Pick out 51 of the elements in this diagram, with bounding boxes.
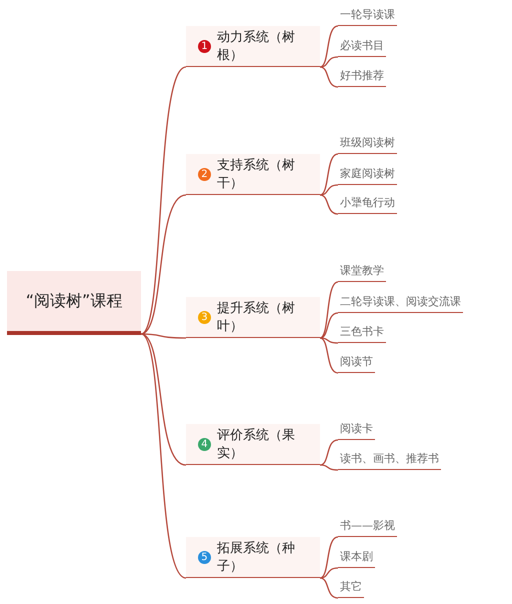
subtopic-item: 好书推荐 (338, 69, 386, 87)
connector-line (320, 439, 338, 466)
connector-line (320, 312, 338, 339)
root-topic-box: “阅读树”课程 (7, 271, 141, 335)
connector-line (320, 337, 338, 344)
connector-line (320, 464, 338, 471)
connector-line (320, 337, 338, 374)
connector-line (320, 66, 338, 88)
connector-line (320, 184, 338, 196)
subtopic-item: 阅读节 (338, 355, 375, 373)
branch-box (186, 26, 320, 67)
number-badge: 3 (198, 310, 211, 324)
connector-line (320, 194, 338, 215)
number-badge: 2 (198, 168, 211, 180)
connector-line (320, 153, 338, 196)
subtopic-item: 小犟龟行动 (338, 196, 397, 214)
connector-line (320, 281, 338, 339)
subtopic-item: 家庭阅读树 (338, 167, 397, 185)
subtopic-item: 书——影视 (338, 519, 397, 537)
branch-box (186, 154, 320, 195)
subtopic-item: 三色书卡 (338, 325, 386, 343)
connector-line (320, 577, 338, 599)
connector-line (320, 536, 338, 579)
subtopic-item: 必读书目 (338, 39, 386, 57)
branch-title: 支持系统（树干） (216, 157, 296, 192)
connector-line (140, 66, 186, 334)
subtopic-item: 课本剧 (338, 550, 375, 568)
subtopic-item: 读书、画书、推荐书 (338, 452, 441, 470)
branch-title: 评价系统（果实） (216, 427, 296, 462)
number-badge: 5 (198, 550, 211, 564)
connector-line (140, 333, 186, 466)
subtopic-item: 班级阅读树 (338, 136, 397, 154)
connector-line (140, 334, 186, 579)
subtopic-item: 二轮导读课、阅读交流课 (338, 295, 463, 313)
subtopic-item: 其它 (338, 580, 364, 598)
connector-line (320, 56, 338, 68)
connector-line (141, 333, 186, 339)
connector-line (140, 194, 186, 335)
subtopic-item: 课堂教学 (338, 264, 386, 282)
branch-box (186, 297, 320, 338)
number-badge: 4 (198, 438, 211, 450)
connector-line (320, 25, 338, 68)
branch-title: 动力系统（树根） (216, 29, 296, 64)
branch-title: 拓展系统（种子） (216, 540, 296, 575)
subtopic-item: 阅读卡 (338, 422, 375, 440)
branch-box (186, 424, 320, 465)
branch-title: 提升系统（树叶） (216, 300, 296, 335)
connector-line (320, 567, 338, 579)
subtopic-item: 一轮导读课 (338, 8, 397, 26)
number-badge: 1 (198, 40, 211, 52)
branch-box (186, 537, 320, 578)
